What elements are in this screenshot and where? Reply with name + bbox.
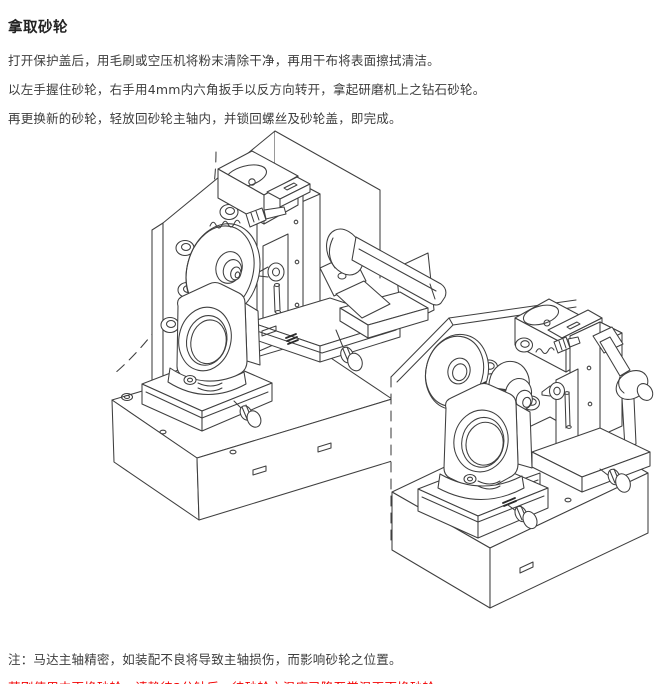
wheel-lock-screw-with-spring <box>209 206 287 229</box>
page-title: 拿取砂轮 <box>8 19 68 36</box>
step-paragraph-1: 打开保护盖后，用毛刷或空压机将粉末清除干净，再用干布将表面擦拭清洁。 <box>8 52 440 68</box>
lower-stage-knob <box>233 400 262 428</box>
work-holder-fixture <box>167 281 261 396</box>
clamp-lever-right <box>592 326 654 401</box>
work-holder-fixture-right <box>437 382 533 501</box>
warning-text: 若刚使用中更换砂轮，请静待3分钟后，待砂轮之温度已降至常温再更换砂轮 <box>8 677 435 684</box>
lower-stage-knob-right <box>507 504 538 530</box>
wheel-hub <box>215 251 243 284</box>
step-paragraph-2: 以左手握住砂轮，右手用4mm内六角扳手以反方向转开，拿起研磨机上之钻石砂轮。 <box>8 81 486 97</box>
wheel-lock-screw-with-spring-right <box>535 336 581 355</box>
motor-mount-screws <box>160 203 239 334</box>
note-text: 注：马达主轴精密，如装配不良将导致主轴损伤，而影响砂轮之位置。 <box>8 651 402 667</box>
stage-adjust-knob <box>335 329 363 372</box>
step-paragraph-3: 再更换新的砂轮，轻放回砂轮主轴内，并锁回螺丝及砂轮盖，即完成。 <box>8 110 402 126</box>
stage-adjust-knob-right <box>599 468 631 493</box>
clamp-lever <box>319 228 447 319</box>
illustration-grinder-wheel-removed <box>390 298 654 609</box>
illustration-grinder-wheel-mounted <box>111 130 447 521</box>
